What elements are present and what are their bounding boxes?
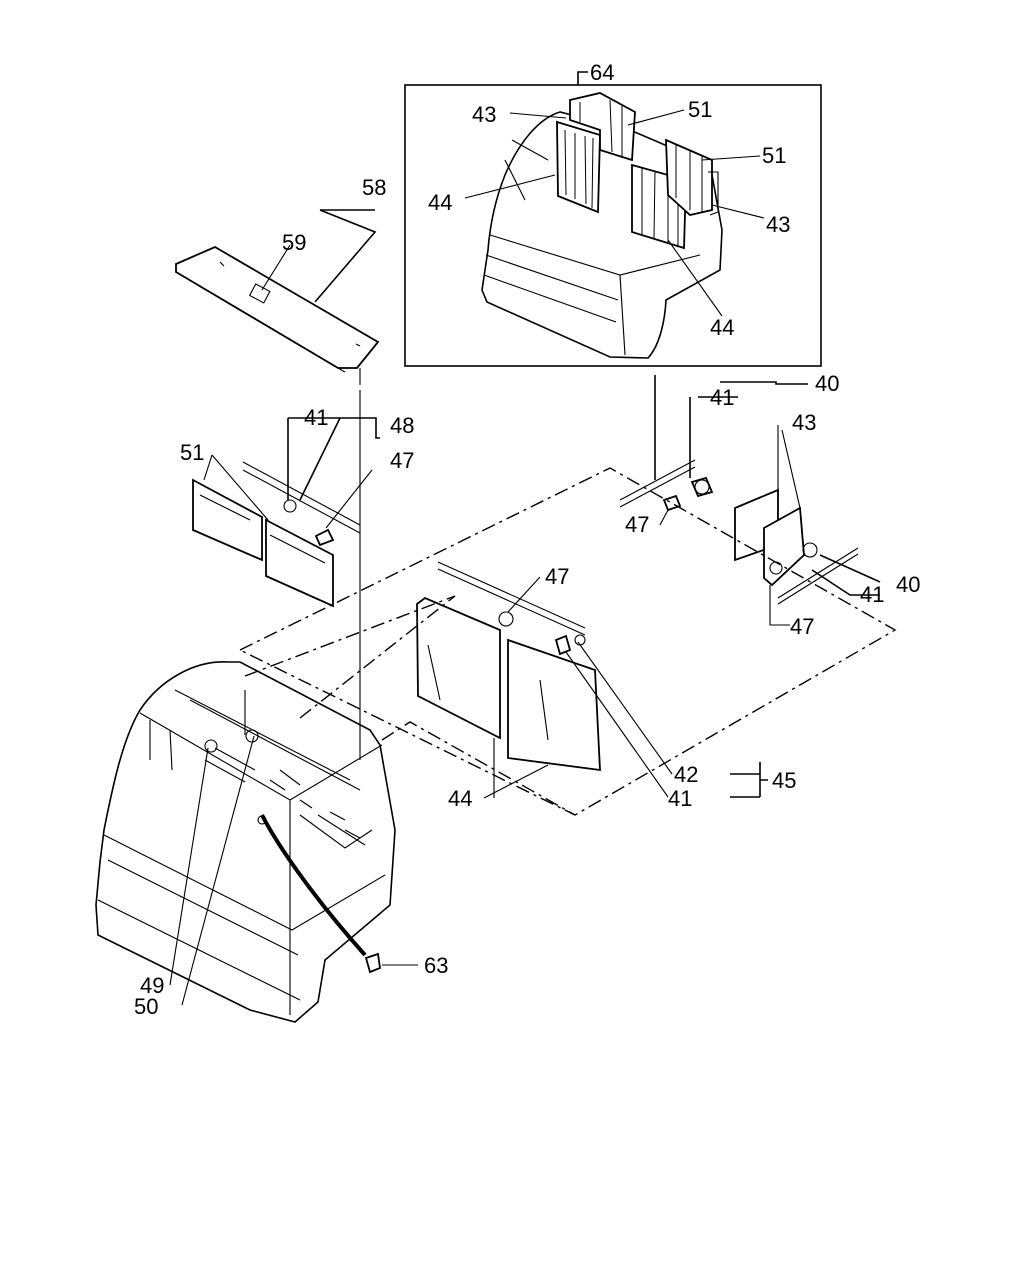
callout-labels: 64 43 51 51 44 43 44 58 59 40 41 43 41 4… xyxy=(134,60,920,1019)
callout-44: 44 xyxy=(428,190,452,215)
inset-panel xyxy=(404,71,822,367)
callout-49: 49 xyxy=(140,973,164,998)
callout-43: 43 xyxy=(792,410,816,435)
callout-44: 44 xyxy=(710,315,734,340)
seat-panel xyxy=(175,209,380,395)
callout-42: 42 xyxy=(674,762,698,787)
callout-47: 47 xyxy=(390,448,414,473)
callout-41: 41 xyxy=(710,385,734,410)
callout-44: 44 xyxy=(448,786,472,811)
callout-50: 50 xyxy=(134,994,158,1019)
main-cover xyxy=(95,661,418,1023)
callout-47: 47 xyxy=(625,512,649,537)
callout-51: 51 xyxy=(688,97,712,122)
curtain-set-center xyxy=(416,561,768,799)
callout-43: 43 xyxy=(766,212,790,237)
callout-40: 40 xyxy=(896,572,920,597)
callout-63: 63 xyxy=(424,953,448,978)
callout-40: 40 xyxy=(815,371,839,396)
curtain-set-left xyxy=(192,395,380,760)
assembly-guide-lines xyxy=(238,467,897,816)
inset-frame xyxy=(404,84,822,367)
callout-41: 41 xyxy=(860,582,884,607)
callout-58: 58 xyxy=(362,175,386,200)
callout-45: 45 xyxy=(772,768,796,793)
callout-48: 48 xyxy=(390,413,414,438)
callout-51: 51 xyxy=(762,143,786,168)
callout-47: 47 xyxy=(790,614,814,639)
callout-51: 51 xyxy=(180,440,204,465)
callout-43: 43 xyxy=(472,102,496,127)
callout-64: 64 xyxy=(590,60,614,85)
curtain-set-right xyxy=(619,375,881,626)
callout-41: 41 xyxy=(668,786,692,811)
callout-41: 41 xyxy=(304,405,328,430)
callout-59: 59 xyxy=(282,230,306,255)
callout-47: 47 xyxy=(545,564,569,589)
